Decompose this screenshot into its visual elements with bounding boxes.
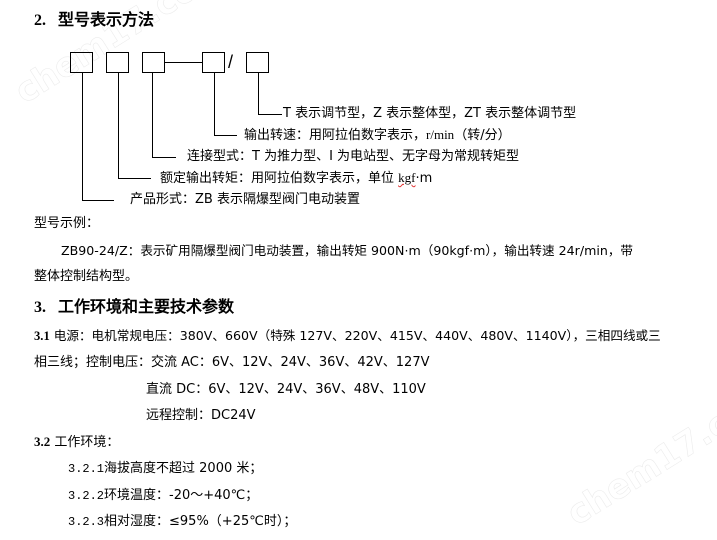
spec-3-2-heading: 3.2 工作环境： — [34, 434, 119, 451]
label-text: ·m — [415, 171, 433, 186]
spec-3-1-line-4: 远程控制：DC24V — [146, 408, 256, 423]
example-label: 型号示例： — [34, 216, 100, 231]
leader-line — [258, 73, 260, 115]
leader-line — [118, 73, 120, 179]
code-box-product-form — [70, 52, 93, 73]
code-box-rated-torque — [106, 52, 129, 73]
leader-line — [152, 157, 176, 159]
label-text: 产品形式：ZB 表示隔爆型阀门电动装置 — [130, 192, 360, 207]
env-item: 3.2.3相对湿度：≤95%（+25℃时）； — [68, 514, 296, 530]
label-product-form: 产品形式：ZB 表示隔爆型阀门电动装置 — [130, 192, 360, 208]
label-text: 额定输出转矩：用阿拉伯数字表示，单位 — [160, 171, 399, 186]
subsection-title: 工作环境： — [54, 435, 120, 450]
label-connection-type: 连接型式：T 为推力型、I 为电站型、无字母为常规转矩型 — [187, 149, 519, 165]
label-text: 连接型式：T 为推力型、I 为电站型、无字母为常规转矩型 — [187, 149, 520, 164]
example-line-1: ZB90-24/Z：表示矿用隔爆型阀门电动装置，输出转矩 900N·m（90kg… — [61, 243, 634, 258]
subsection-number: 3.2 — [34, 434, 51, 449]
unit-text: r/min — [426, 127, 455, 142]
section-number: 3. — [34, 299, 46, 316]
leader-line — [214, 135, 237, 137]
section-2-heading: 2. 型号表示方法 — [34, 6, 154, 30]
code-box-output-speed — [202, 52, 225, 73]
slash-separator: / — [228, 52, 234, 72]
label-control-type: T 表示调节型，Z 表示整体型，ZT 表示整体调节型 — [283, 106, 576, 122]
unit-text: kgf — [398, 170, 416, 185]
label-rated-torque: 额定输出转矩：用阿拉伯数字表示，单位 kgf·m — [160, 170, 432, 187]
code-box-connection-type — [142, 52, 165, 73]
subsection-number: 3.1 — [34, 329, 50, 343]
section-number: 2. — [34, 12, 46, 29]
label-output-speed: 输出转速：用阿拉伯数字表示，r/min（转/分） — [244, 127, 511, 144]
item-text: 相对湿度：≤95%（+25℃时）； — [104, 514, 297, 529]
code-box-control-type — [246, 52, 269, 73]
leader-line — [214, 73, 216, 136]
example-line-2: 整体控制结构型。 — [34, 269, 139, 284]
item-text: 环境温度：-20～+40℃； — [104, 488, 259, 503]
env-item: 3.2.1海拔高度不超过 2000 米； — [68, 461, 262, 477]
section-3-heading: 3. 工作环境和主要技术参数 — [34, 293, 234, 317]
item-number: 3.2.1 — [68, 462, 105, 476]
item-number: 3.2.3 — [68, 515, 105, 529]
spec-3-1-line-3: 直流 DC：6V、12V、24V、36V、48V、110V — [146, 382, 426, 397]
label-text: T 表示调节型，Z 表示整体型，ZT 表示整体调节型 — [283, 106, 577, 121]
item-number: 3.2.2 — [68, 489, 105, 503]
dash-connector — [165, 62, 203, 64]
leader-line — [152, 73, 154, 158]
section-title: 工作环境和主要技术参数 — [58, 297, 235, 316]
section-title: 型号表示方法 — [58, 10, 155, 29]
spec-3-1-line-1: 3.1 电源：电机常规电压：380V、660V（特殊 127V、220V、415… — [34, 328, 661, 344]
label-text: 输出转速：用阿拉伯数字表示， — [244, 128, 427, 143]
spec-text: 电源：电机常规电压：380V、660V（特殊 127V、220V、415V、44… — [53, 328, 661, 343]
spec-3-1-line-2: 相三线；控制电压：交流 AC：6V、12V、24V、36V、42V、127V — [34, 355, 430, 370]
leader-line — [82, 73, 84, 200]
item-text: 海拔高度不超过 2000 米； — [104, 461, 263, 476]
env-item: 3.2.2环境温度：-20～+40℃； — [68, 488, 258, 504]
watermark: chem17.com — [560, 371, 717, 534]
leader-line — [82, 200, 114, 202]
label-text: （转/分） — [454, 128, 511, 143]
leader-line — [258, 114, 282, 116]
leader-line — [118, 178, 151, 180]
